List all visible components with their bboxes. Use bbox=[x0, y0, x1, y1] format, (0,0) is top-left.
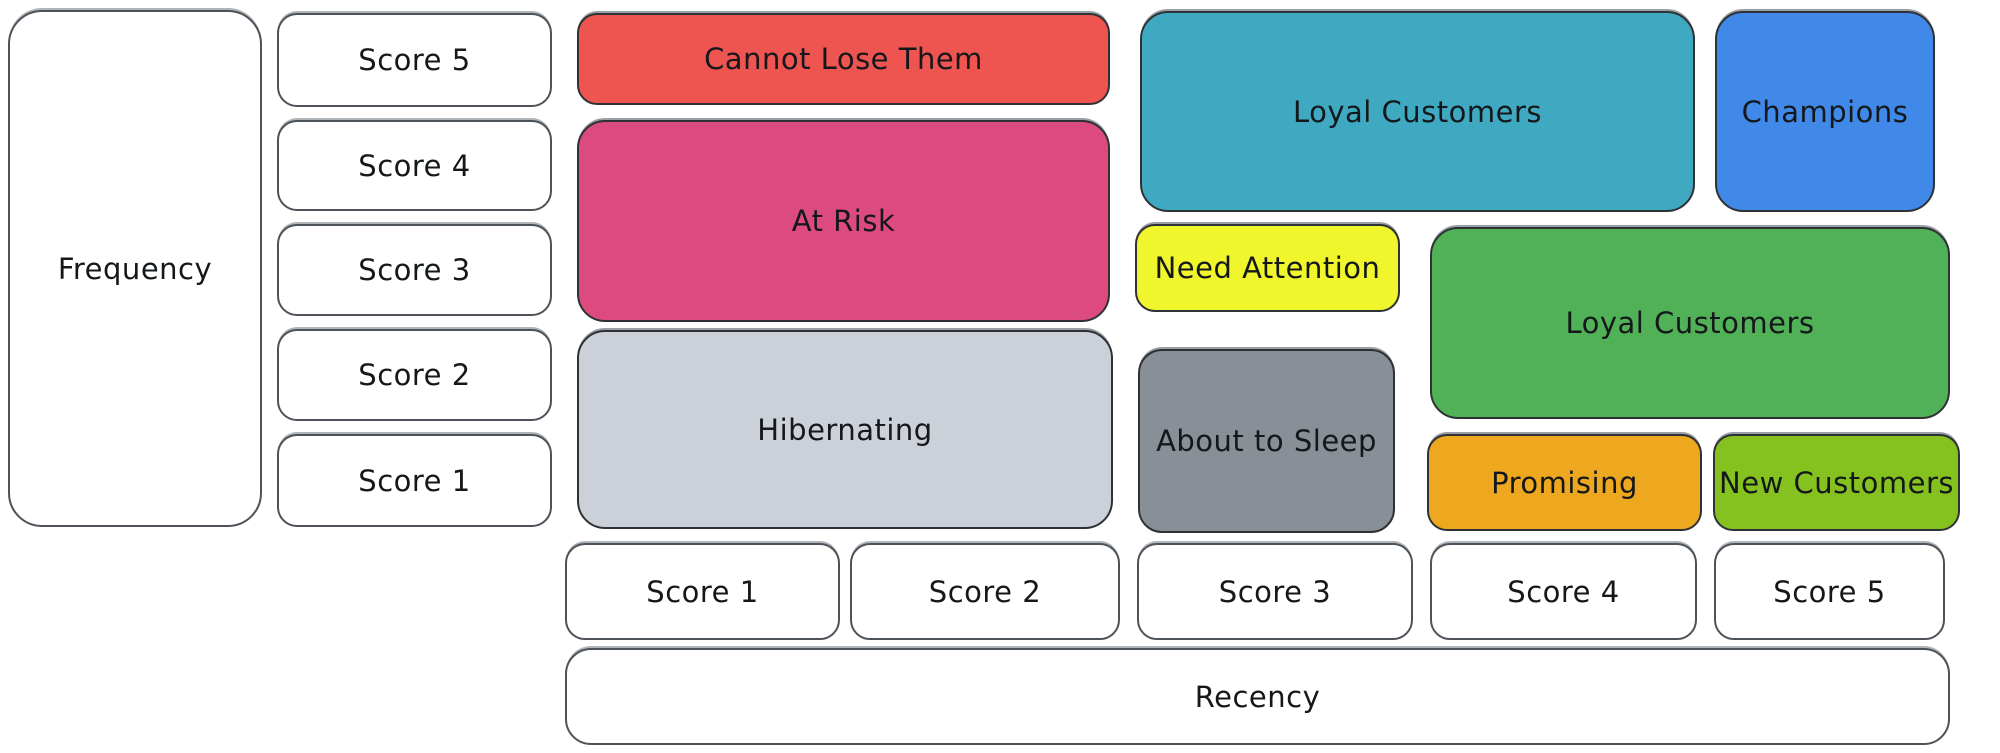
segment-at-risk: At Risk bbox=[577, 120, 1110, 322]
recency-score-1: Score 1 bbox=[565, 543, 840, 640]
frequency-axis-label: Frequency bbox=[8, 10, 262, 527]
frequency-score-1: Score 1 bbox=[277, 434, 552, 527]
frequency-score-4: Score 4 bbox=[277, 120, 552, 211]
frequency-score-3: Score 3 bbox=[277, 224, 552, 316]
segment-new-customers: New Customers bbox=[1713, 434, 1960, 531]
recency-score-2: Score 2 bbox=[850, 543, 1120, 640]
segment-hibernating: Hibernating bbox=[577, 330, 1113, 529]
segment-loyal-customers-teal: Loyal Customers bbox=[1140, 11, 1695, 212]
segment-about-to-sleep: About to Sleep bbox=[1138, 349, 1395, 533]
recency-score-4: Score 4 bbox=[1430, 543, 1697, 640]
segment-need-attention: Need Attention bbox=[1135, 224, 1400, 312]
recency-axis-label: Recency bbox=[565, 648, 1950, 745]
frequency-score-2: Score 2 bbox=[277, 329, 552, 421]
segment-cannot-lose-them: Cannot Lose Them bbox=[577, 13, 1110, 105]
segment-loyal-customers-green: Loyal Customers bbox=[1430, 227, 1950, 419]
recency-score-5: Score 5 bbox=[1714, 543, 1945, 640]
recency-score-3: Score 3 bbox=[1137, 543, 1413, 640]
frequency-score-5: Score 5 bbox=[277, 13, 552, 107]
segment-champions: Champions bbox=[1715, 11, 1935, 212]
segment-promising: Promising bbox=[1427, 434, 1702, 531]
